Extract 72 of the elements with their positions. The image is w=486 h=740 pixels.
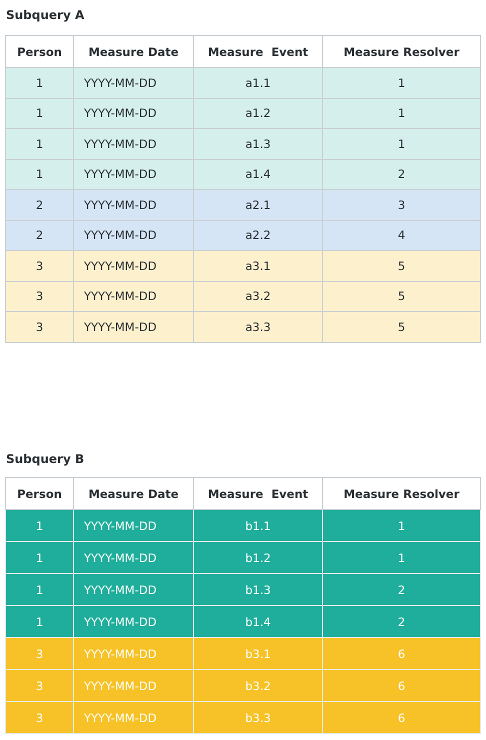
table-cell: 5 (322, 312, 480, 342)
column-header: Measure Event (194, 36, 322, 68)
table-cell: 4 (322, 220, 480, 250)
table-cell: a3.1 (194, 250, 322, 281)
table-cell: YYYY-MM-DD (74, 510, 194, 542)
table-cell: 2 (6, 220, 74, 250)
table-cell: 2 (6, 190, 74, 220)
table-cell: b3.2 (194, 670, 322, 702)
column-header: Measure Resolver (322, 478, 480, 510)
table-cell: YYYY-MM-DD (74, 190, 194, 220)
table-cell: 1 (322, 510, 480, 542)
table-cell: a1.2 (194, 98, 322, 128)
table-cell: 6 (322, 670, 480, 702)
column-header: Person (6, 478, 74, 510)
table-title: Subquery A (6, 8, 84, 22)
table-cell: b1.4 (194, 606, 322, 638)
table-cell: 5 (322, 281, 480, 312)
table-cell: 1 (6, 68, 74, 98)
table-cell: YYYY-MM-DD (74, 542, 194, 574)
table-title: Subquery B (6, 452, 84, 466)
table-cell: a2.1 (194, 190, 322, 220)
table-cell: 1 (6, 159, 74, 190)
table-cell: 1 (6, 606, 74, 638)
table-cell: 3 (6, 312, 74, 342)
table-cell: 3 (6, 702, 74, 734)
table-cell: b3.1 (194, 638, 322, 670)
table-cell: a1.4 (194, 159, 322, 190)
table-cell: 6 (322, 702, 480, 734)
table-cell: b1.2 (194, 542, 322, 574)
table-cell: 1 (6, 98, 74, 128)
table-cell: a1.3 (194, 128, 322, 159)
table-cell: 5 (322, 250, 480, 281)
table-cell: YYYY-MM-DD (74, 68, 194, 98)
table-cell: 1 (6, 542, 74, 574)
table-cell: 3 (6, 670, 74, 702)
table-cell: b1.3 (194, 574, 322, 606)
table-cell: 1 (6, 574, 74, 606)
table-cell: 3 (6, 281, 74, 312)
table-cell: 1 (6, 128, 74, 159)
column-header: Measure Resolver (322, 36, 480, 68)
table-cell: YYYY-MM-DD (74, 250, 194, 281)
table-cell: 3 (322, 190, 480, 220)
table-cell: YYYY-MM-DD (74, 670, 194, 702)
table-cell: YYYY-MM-DD (74, 638, 194, 670)
column-header: Measure Event (194, 478, 322, 510)
table-cell: YYYY-MM-DD (74, 98, 194, 128)
table-cell: a3.3 (194, 312, 322, 342)
table-cell: 2 (322, 159, 480, 190)
table-cell: b3.3 (194, 702, 322, 734)
table-cell: YYYY-MM-DD (74, 312, 194, 342)
table-cell: 2 (322, 574, 480, 606)
table-cell: 2 (322, 606, 480, 638)
table-cell: a1.1 (194, 68, 322, 98)
table-cell: 1 (322, 128, 480, 159)
table-cell: YYYY-MM-DD (74, 702, 194, 734)
table-cell: 3 (6, 250, 74, 281)
table-cell: 6 (322, 638, 480, 670)
table-cell: 1 (322, 542, 480, 574)
column-header: Person (6, 36, 74, 68)
table-cell: a2.2 (194, 220, 322, 250)
table-cell: YYYY-MM-DD (74, 281, 194, 312)
table-cell: 1 (6, 510, 74, 542)
table-cell: YYYY-MM-DD (74, 159, 194, 190)
table-cell: 1 (322, 68, 480, 98)
table-cell: YYYY-MM-DD (74, 606, 194, 638)
table-cell: b1.1 (194, 510, 322, 542)
table-cell: 3 (6, 638, 74, 670)
table-cell: YYYY-MM-DD (74, 574, 194, 606)
table-cell: YYYY-MM-DD (74, 128, 194, 159)
table-cell: YYYY-MM-DD (74, 220, 194, 250)
table-cell: 1 (322, 98, 480, 128)
table-cell: a3.2 (194, 281, 322, 312)
